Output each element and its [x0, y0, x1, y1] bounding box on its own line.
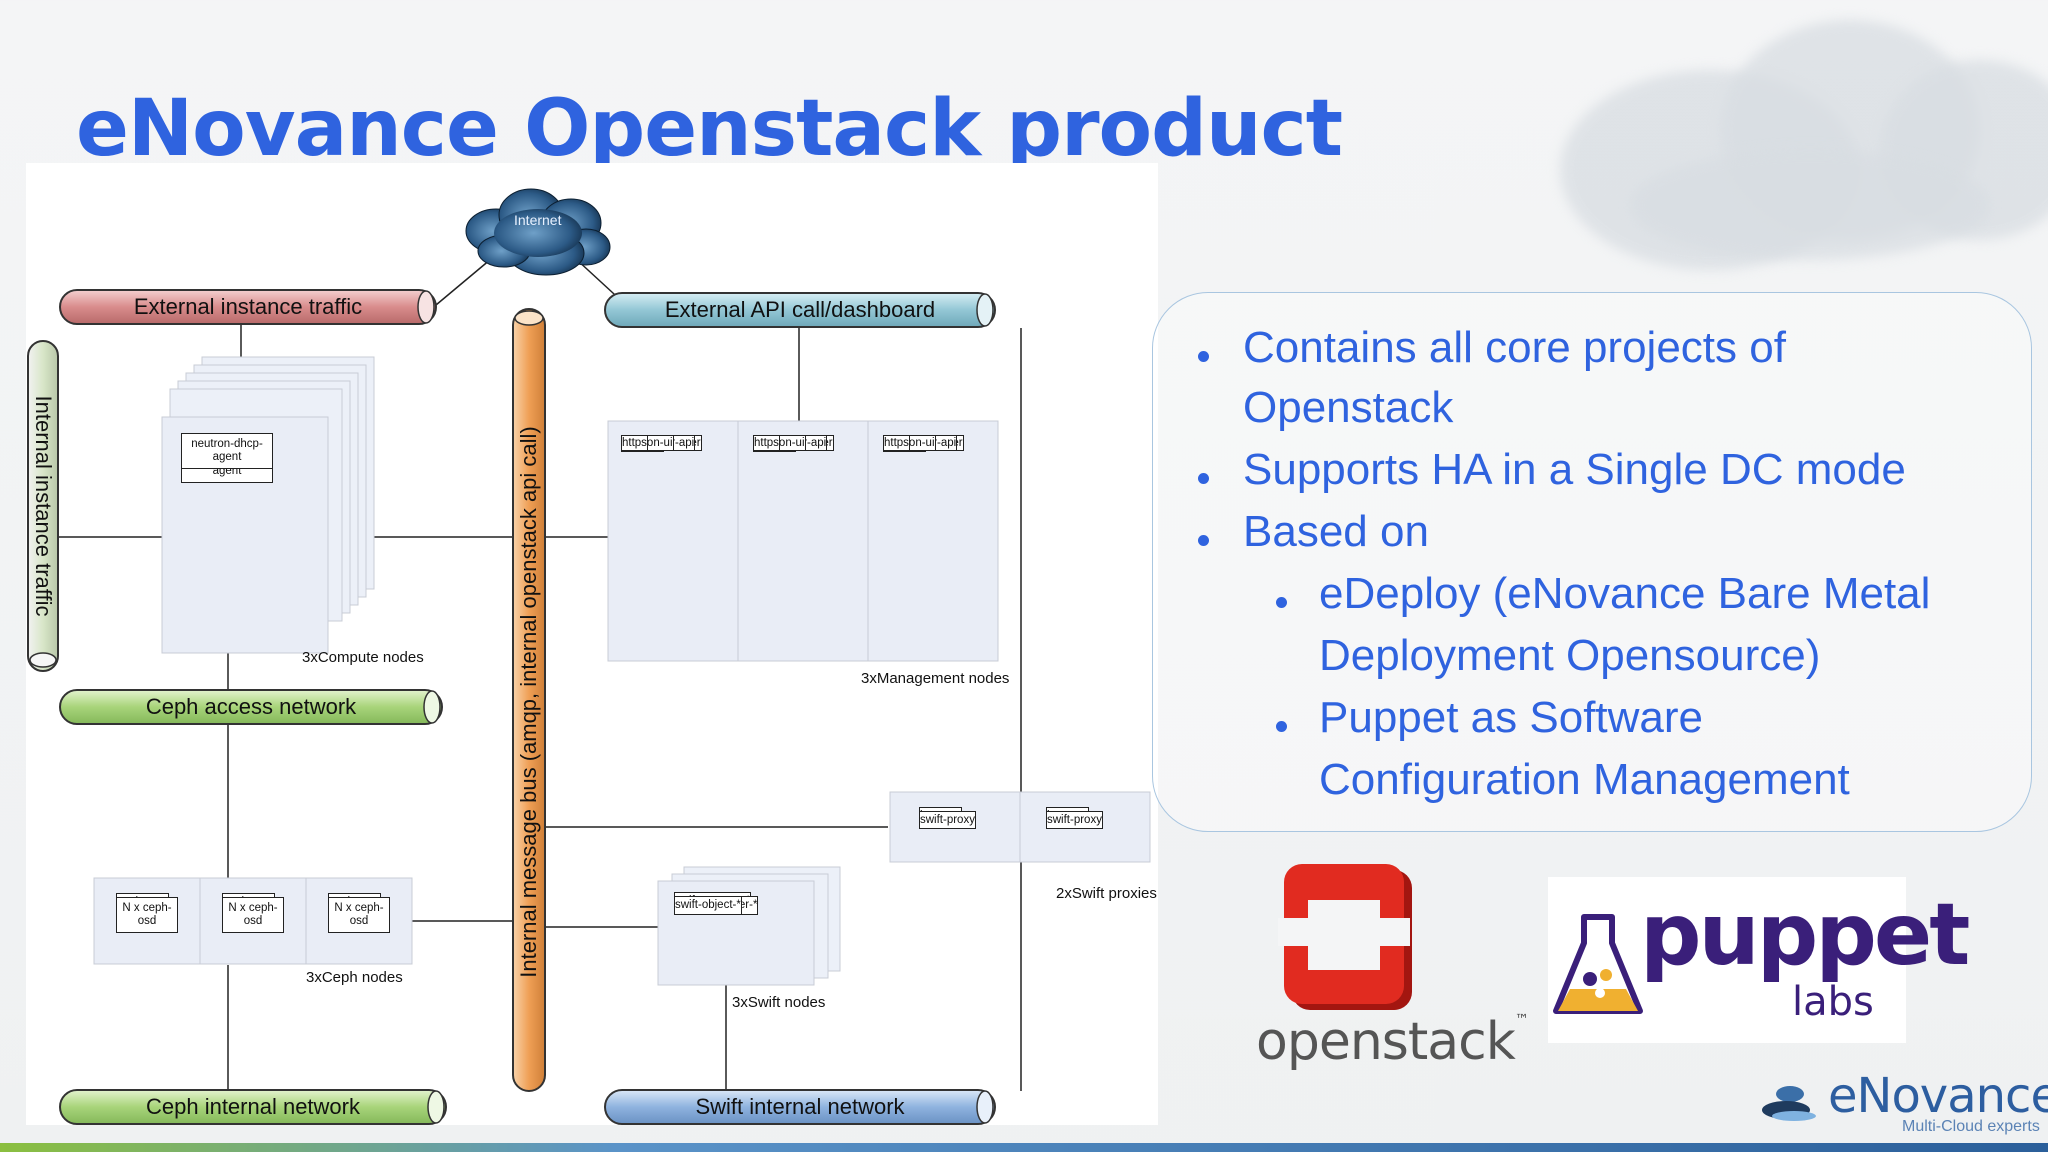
message-bus-label: Internal message bus (amqp, internal ope…	[516, 426, 541, 978]
management-caption: 3xManagement nodes	[861, 670, 1010, 687]
puppet-text: puppet	[1640, 885, 1970, 985]
external-instance-pipe	[59, 289, 437, 325]
trademark-symbol: ™	[1514, 1012, 1529, 1028]
management-node-panel	[867, 420, 999, 662]
bullet-text: Configuration Management	[1319, 755, 1850, 804]
openstack-mark-icon	[1278, 864, 1412, 1010]
openstack-wordmark: openstack™	[1256, 1012, 1529, 1072]
puppet-logo: puppet labs	[1548, 877, 1970, 1043]
bullet-dot	[1198, 473, 1209, 484]
swift-internal-label: Swift internal network	[695, 1094, 905, 1119]
feature-bullets: Contains all core projects of Openstack …	[1152, 292, 2032, 832]
architecture-diagram: Internet External instance traffic Exter…	[26, 163, 1158, 1125]
swift-proxy-caption: 2xSwift proxies	[1056, 885, 1157, 902]
management-node-panel	[737, 420, 869, 662]
internet-cloud	[465, 188, 611, 276]
service-box: https	[621, 435, 648, 451]
bullet-text: Deployment Opensource)	[1319, 631, 1821, 680]
ceph-access-pipe	[59, 689, 443, 725]
bullet-dot	[1198, 535, 1209, 546]
service-box: https	[753, 435, 780, 451]
service-box: https	[883, 435, 910, 451]
bullet-dot	[1198, 351, 1209, 362]
internet-label: Internet	[514, 212, 562, 228]
bullet-text: Contains all core projects of	[1243, 323, 1786, 372]
bullet-text: eDeploy (eNovance Bare Metal	[1319, 569, 1931, 618]
service-box: N x ceph-osd	[116, 897, 178, 933]
enovance-mark-icon	[1762, 1086, 1816, 1121]
message-bus-pipe	[512, 308, 546, 1092]
service-box: swift-proxy	[1046, 811, 1103, 829]
service-box: neutron-dhcp-agent	[181, 433, 273, 469]
bullet-text: Based on	[1243, 507, 1429, 556]
external-api-label: External API call/dashboard	[664, 297, 936, 322]
bullet-text: Openstack	[1243, 383, 1454, 432]
bullet-text: Puppet as Software	[1319, 693, 1704, 742]
internal-instance-label: Internal instance traffic	[31, 395, 56, 617]
footer-bar	[0, 1143, 2048, 1152]
service-box: swift-object-*	[674, 896, 742, 915]
openstack-text: openstack	[1256, 1012, 1516, 1072]
page-title: eNovance Openstack product	[76, 84, 1343, 174]
ceph-internal-label: Ceph internal network	[145, 1094, 360, 1119]
puppet-flask-icon	[1553, 914, 1643, 1014]
background-cloud	[1630, 150, 1990, 260]
ceph-caption: 3xCeph nodes	[306, 969, 403, 986]
sub-bullet-dot	[1276, 597, 1287, 608]
swift-caption: 3xSwift nodes	[732, 994, 826, 1011]
swift-internal-pipe	[604, 1089, 996, 1125]
openstack-logo	[1254, 858, 1454, 1018]
compute-caption: 3xCompute nodes	[302, 649, 424, 666]
management-node-panel	[607, 420, 739, 662]
sub-bullet-dot	[1276, 721, 1287, 732]
service-box: N x ceph-osd	[328, 897, 390, 933]
external-api-pipe	[604, 292, 996, 328]
bullet-text: Supports HA in a Single DC mode	[1243, 445, 1906, 494]
puppet-labs-text: labs	[1792, 979, 1874, 1025]
service-box: swift-proxy	[919, 811, 976, 829]
ceph-internal-pipe	[59, 1089, 447, 1125]
ceph-access-label: Ceph access network	[145, 694, 357, 719]
external-instance-label: External instance traffic	[133, 294, 363, 319]
service-box: N x ceph-osd	[222, 897, 284, 933]
internal-instance-pipe	[27, 340, 59, 672]
enovance-tagline: Multi-Cloud experts	[1902, 1118, 2040, 1135]
enovance-text: eNovance	[1828, 1068, 2048, 1124]
